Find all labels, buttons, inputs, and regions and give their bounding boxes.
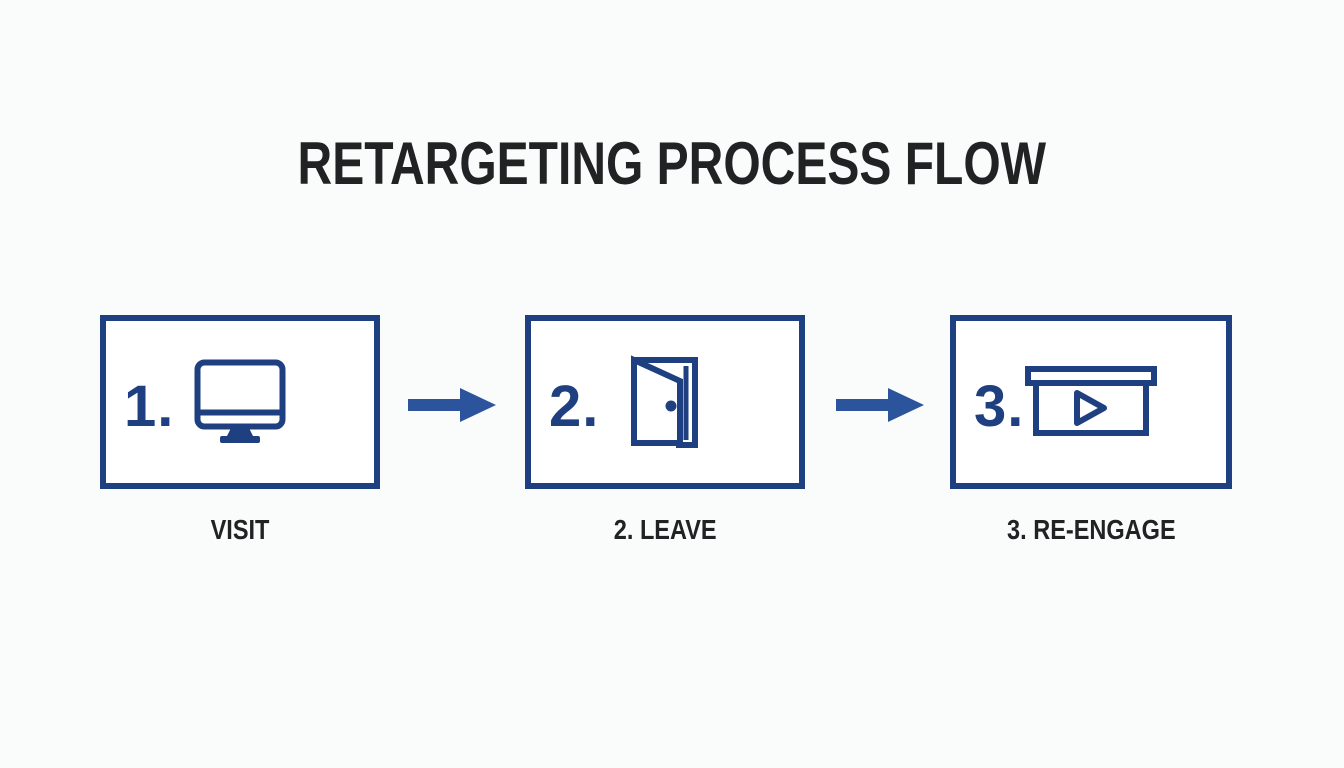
step-2-box: 2. bbox=[525, 315, 805, 489]
step-label: 2. LEAVE bbox=[613, 514, 717, 545]
open-door-icon bbox=[628, 354, 702, 450]
diagram-title-text: RETARGETING PROCESS FLOW bbox=[297, 130, 1047, 197]
step-label: VISIT bbox=[210, 514, 270, 545]
step-number: 3. bbox=[974, 373, 1025, 439]
desktop-monitor-icon bbox=[194, 359, 286, 445]
video-ad-icon bbox=[1025, 366, 1157, 438]
step-2: 2. 2. LEAVE bbox=[525, 315, 805, 546]
arrow-right-icon bbox=[408, 386, 498, 424]
step-3-box: 3. bbox=[950, 315, 1232, 489]
step-1-box: 1. bbox=[100, 315, 380, 489]
diagram-title: RETARGETING PROCESS FLOW bbox=[0, 134, 1344, 194]
arrow-right-icon bbox=[836, 386, 926, 424]
step-label: 3. RE-ENGAGE bbox=[1006, 514, 1176, 545]
step-1: 1. VISIT bbox=[100, 315, 380, 546]
step-3: 3. 3. RE-ENGAGE bbox=[950, 315, 1232, 546]
step-number: 2. bbox=[549, 373, 600, 439]
step-number: 1. bbox=[124, 373, 175, 439]
